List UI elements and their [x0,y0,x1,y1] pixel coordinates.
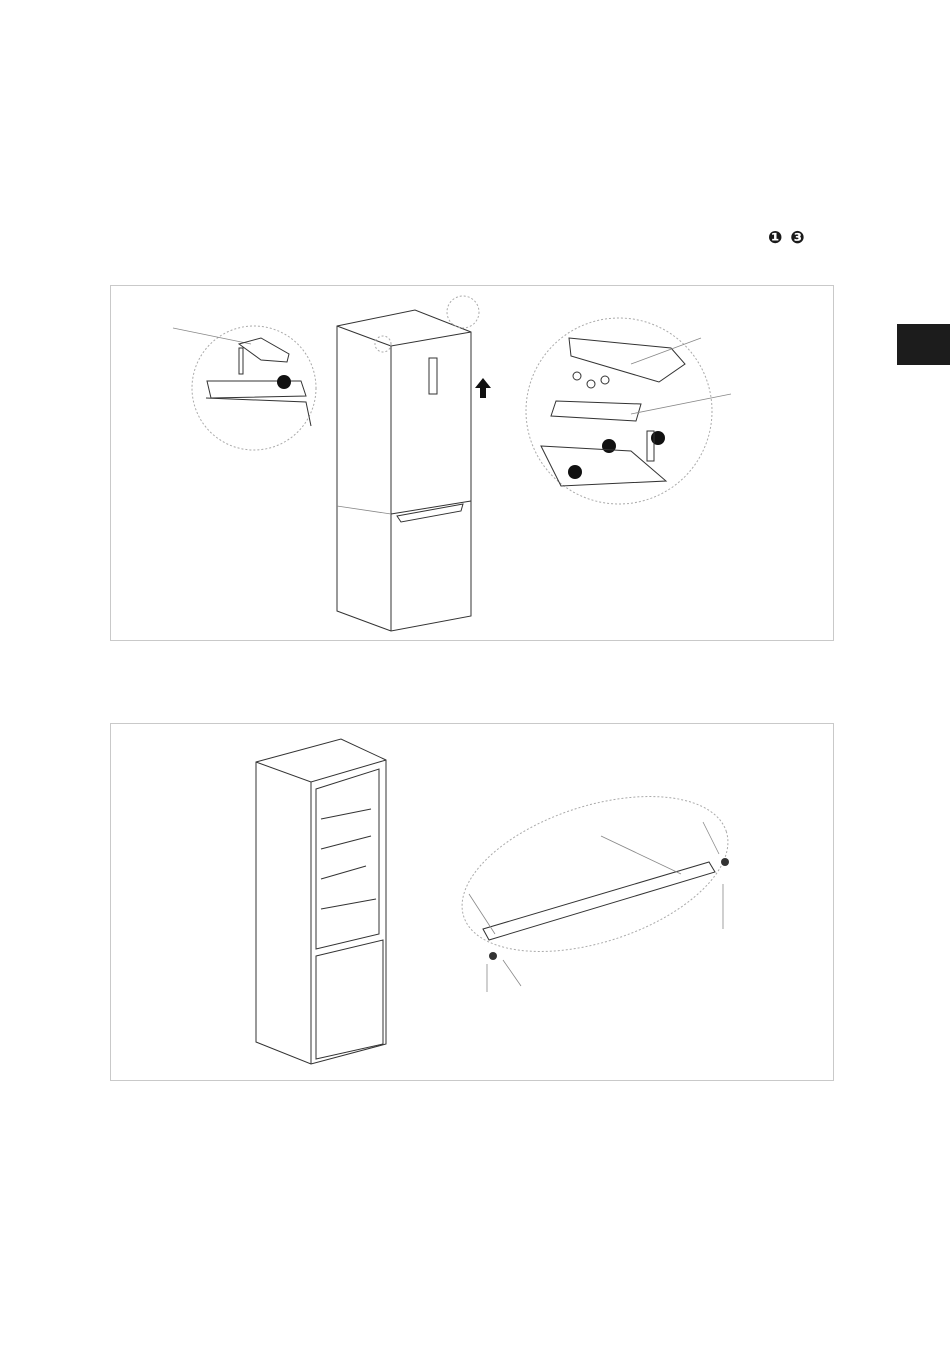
hinge-bar-illustration [111,724,833,1080]
figure-panel-door-removed [110,723,834,1081]
section-tab [897,324,950,365]
step-markers: ❶ ❸ [768,228,806,248]
detail-magnifier-left [173,326,316,450]
hinge-bar-detail [443,767,748,992]
fridge-open [256,739,386,1064]
top-hinge-illustration [111,286,833,640]
fridge-closed [337,296,479,631]
figure-panel-top-hinge [110,285,834,641]
detail-magnifier-right [526,318,731,504]
arrow-up-icon [475,378,491,398]
